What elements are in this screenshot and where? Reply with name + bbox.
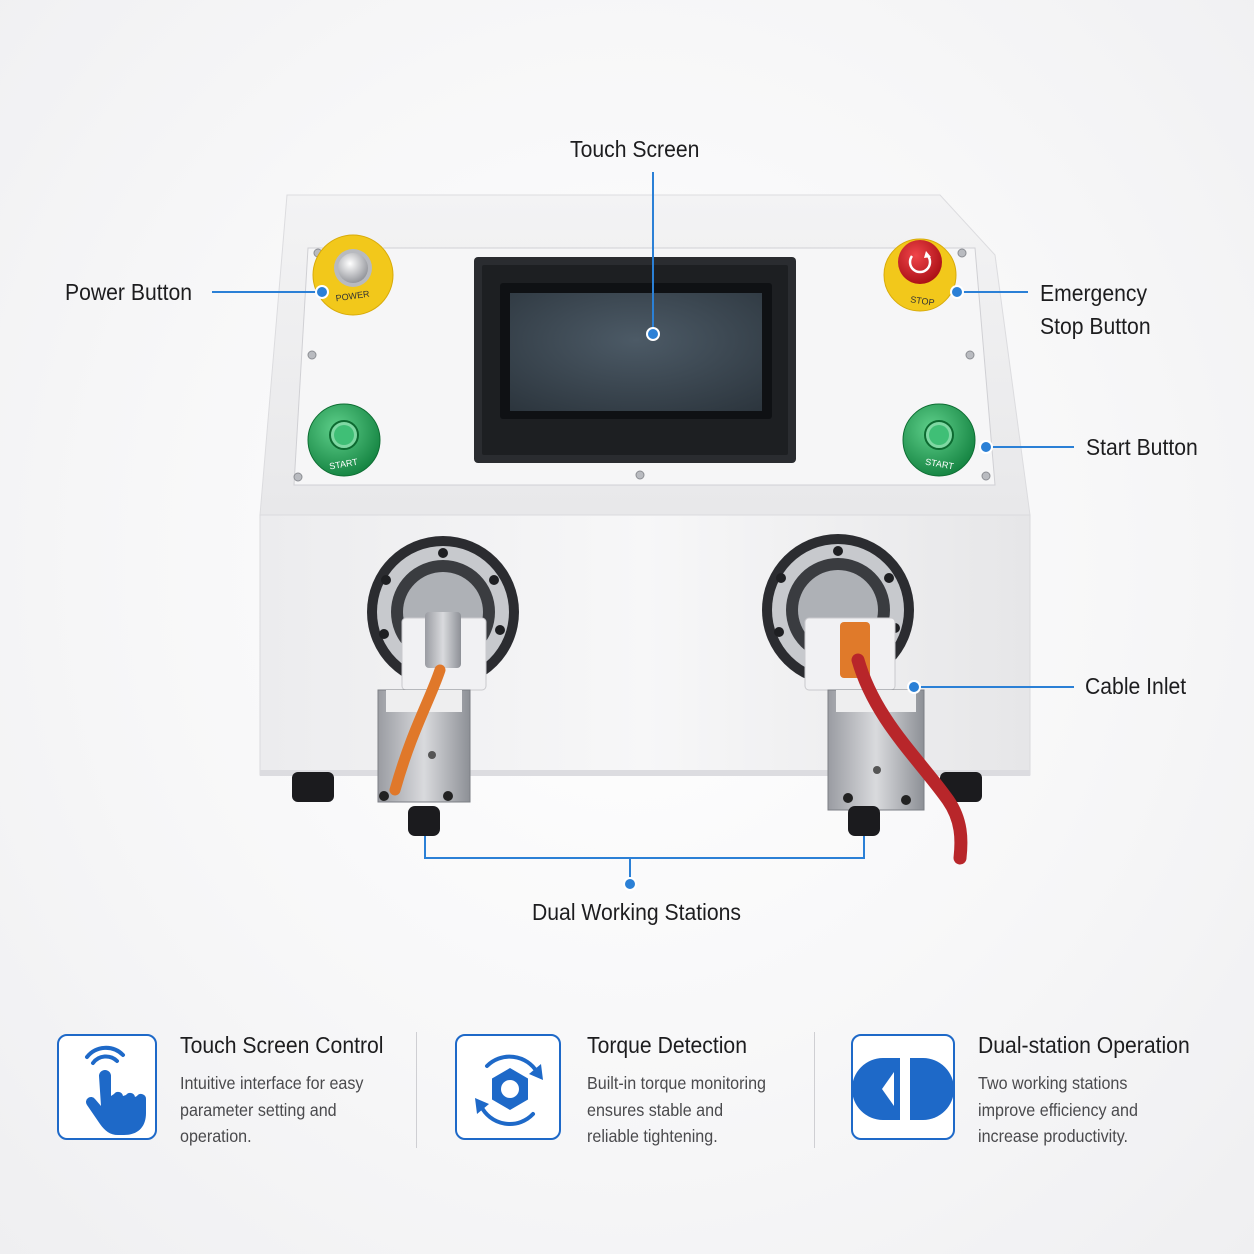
feature-title: Dual-station Operation: [978, 1032, 1190, 1058]
feature-description: Built-in torque monitoring ensures stabl…: [587, 1070, 766, 1150]
feature-description: Intuitive interface for easy parameter s…: [180, 1070, 363, 1150]
touch-hand-icon: [57, 1034, 157, 1140]
foot-left: [292, 772, 334, 802]
callout-power-button: Power Button: [65, 279, 193, 305]
orange-cable: [389, 664, 446, 796]
power-button: POWER: [312, 234, 394, 316]
feature-description-line: reliable tightening.: [587, 1126, 718, 1146]
callout-emergency-stop: Emergency Stop Button: [1040, 277, 1151, 343]
feature-title: Touch Screen Control: [180, 1032, 384, 1058]
callout-emergency-stop-line2: Stop Button: [1040, 313, 1151, 339]
feature-divider: [416, 1032, 417, 1148]
power-panel-label: POWER: [335, 289, 371, 304]
start-button-left: START: [307, 403, 381, 477]
machine-illustration: POWER STOP START START: [212, 172, 1074, 891]
callout-cable-inlet: Cable Inlet: [1085, 673, 1187, 699]
callout-lines: [212, 172, 1074, 884]
feature-description: Two working stations improve efficiency …: [978, 1070, 1138, 1150]
callout-start-button: Start Button: [1086, 434, 1198, 460]
feature-description-line: improve efficiency and: [978, 1099, 1138, 1120]
working-station-right: [762, 534, 968, 865]
feature-torque-detection: Torque Detection Built-in torque monitor…: [455, 1032, 795, 1156]
feature-description-line: ensures stable and: [587, 1099, 724, 1120]
feature-touch-screen-control: Touch Screen Control Intuitive interface…: [57, 1032, 397, 1156]
working-station-left: [367, 536, 519, 836]
feature-description-line: increase productivity.: [978, 1126, 1129, 1146]
torque-nut-icon: [455, 1034, 561, 1140]
start-panel-label-right: START: [925, 457, 955, 472]
emergency-stop-button: STOP: [883, 238, 957, 312]
feature-dual-station-operation: Dual-station Operation Two working stati…: [851, 1032, 1211, 1156]
callout-touch-screen: Touch Screen: [570, 136, 700, 162]
start-panel-label-left: START: [328, 457, 358, 472]
stop-panel-label: STOP: [910, 294, 935, 307]
feature-description-line: Built-in torque monitoring: [587, 1073, 766, 1093]
dual-station-icon: [851, 1034, 955, 1140]
start-button-right: START: [902, 403, 976, 477]
feature-description-line: Intuitive interface for easy: [180, 1073, 364, 1093]
callout-dots: [315, 285, 993, 891]
feature-divider: [814, 1032, 815, 1148]
feature-description-line: operation.: [180, 1126, 252, 1146]
callout-dual-working-stations: Dual Working Stations: [532, 899, 741, 925]
feature-description-line: Two working stations: [978, 1073, 1128, 1093]
feature-title: Torque Detection: [587, 1032, 747, 1058]
callout-emergency-stop-line1: Emergency: [1040, 280, 1148, 306]
red-cable: [851, 653, 968, 865]
feature-description-line: parameter setting and: [180, 1099, 337, 1120]
